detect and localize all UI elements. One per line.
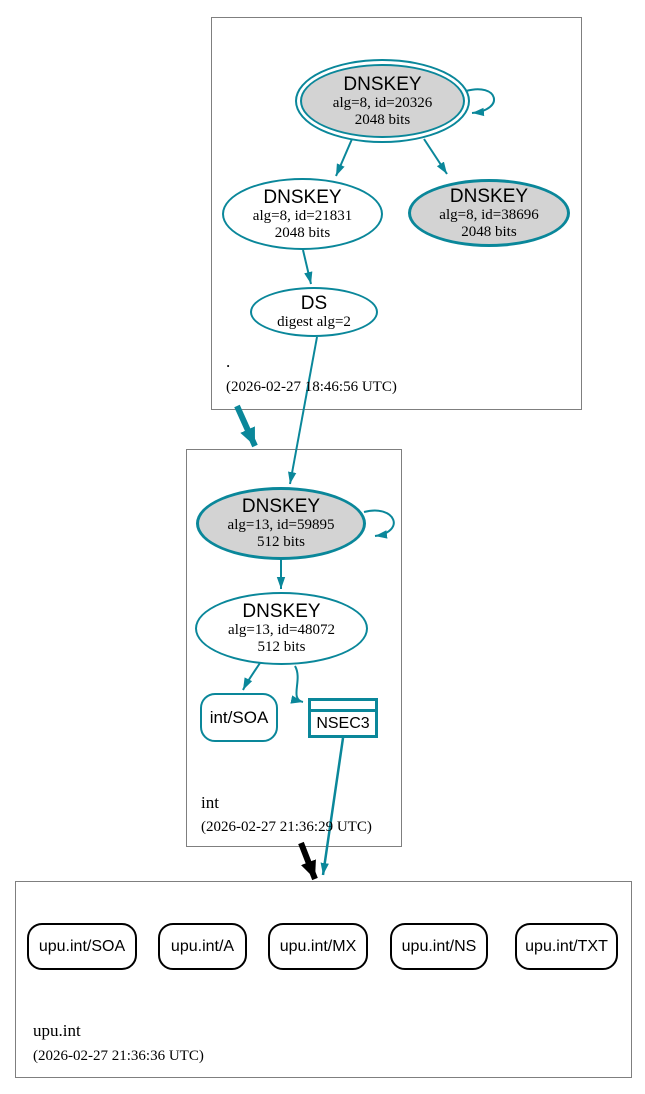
trust-anchor-double-ring xyxy=(300,64,465,138)
node-label: upu.int/TXT xyxy=(525,937,608,955)
node-title: DNSKEY xyxy=(263,186,342,208)
zone-upu-label: upu.int xyxy=(33,1021,81,1040)
node-text: DNSKEY alg=8, id=20326 2048 bits xyxy=(333,74,432,129)
node-label: upu.int/SOA xyxy=(38,937,126,955)
node-label: upu.int/MX xyxy=(279,937,357,955)
zone-int-label: int xyxy=(201,793,219,812)
zone-root-label: . xyxy=(226,352,231,371)
edge-delegation-root-to-int xyxy=(234,404,258,448)
node-title: DNSKEY xyxy=(241,496,321,517)
node-detail: 512 bits xyxy=(257,639,306,655)
node-detail: alg=8, id=38696 xyxy=(439,206,539,223)
node-ds[interactable]: DS digest alg=2 xyxy=(250,287,378,337)
node-dnskey-59895[interactable]: DNSKEY alg=13, id=59895 512 bits xyxy=(196,487,366,560)
node-dnskey-48072[interactable]: DNSKEY alg=13, id=48072 512 bits xyxy=(195,592,368,665)
node-detail: alg=8, id=20326 xyxy=(332,94,433,111)
node-label: int/SOA xyxy=(209,707,269,727)
node-dnskey-21831[interactable]: DNSKEY alg=8, id=21831 2048 bits xyxy=(222,178,383,250)
node-rrset-upu-int-txt[interactable]: upu.int/TXT xyxy=(515,923,618,970)
node-dnskey-38696[interactable]: DNSKEY alg=8, id=38696 2048 bits xyxy=(408,179,570,247)
node-title: DNSKEY xyxy=(343,73,422,95)
node-rrset-upu-int-ns[interactable]: upu.int/NS xyxy=(390,923,488,970)
zone-upu-int xyxy=(15,881,632,1078)
zone-root-timestamp: (2026-02-27 18:46:56 UTC) xyxy=(226,379,397,395)
node-text: DNSKEY alg=8, id=38696 2048 bits xyxy=(439,186,538,241)
node-label: NSEC3 xyxy=(316,714,370,732)
node-detail: 2048 bits xyxy=(461,223,517,240)
zone-int-timestamp: (2026-02-27 21:36:29 UTC) xyxy=(201,819,372,835)
node-text: DNSKEY alg=8, id=21831 2048 bits xyxy=(253,187,352,242)
node-rrset-upu-int-a[interactable]: upu.int/A xyxy=(158,923,247,970)
node-detail: 512 bits xyxy=(257,534,305,550)
node-detail: alg=13, id=59895 xyxy=(227,517,335,533)
node-title: DS xyxy=(300,293,328,314)
node-detail: digest alg=2 xyxy=(277,314,351,330)
node-label: upu.int/NS xyxy=(401,937,477,955)
nsec3-label-cell: NSEC3 xyxy=(311,712,375,735)
nsec3-top-cell xyxy=(311,701,375,709)
node-rrset-upu-int-mx[interactable]: upu.int/MX xyxy=(268,923,368,970)
node-text: DS digest alg=2 xyxy=(277,293,351,331)
node-detail: 2048 bits xyxy=(354,111,411,128)
node-rrset-int-soa[interactable]: int/SOA xyxy=(200,693,278,742)
node-text: DNSKEY alg=13, id=59895 512 bits xyxy=(228,496,335,551)
node-detail: alg=8, id=21831 xyxy=(252,207,353,224)
node-title: DNSKEY xyxy=(242,601,321,622)
node-nsec3[interactable]: NSEC3 xyxy=(308,698,378,738)
node-text: DNSKEY alg=13, id=48072 512 bits xyxy=(228,601,335,656)
node-rrset-upu-int-soa[interactable]: upu.int/SOA xyxy=(27,923,137,970)
node-label: upu.int/A xyxy=(170,937,235,955)
edge-delegation-int-to-upu xyxy=(298,841,318,881)
zone-upu-timestamp: (2026-02-27 21:36:36 UTC) xyxy=(33,1048,204,1064)
node-detail: 2048 bits xyxy=(274,224,331,241)
node-dnskey-20326[interactable]: DNSKEY alg=8, id=20326 2048 bits xyxy=(295,59,470,143)
node-title: DNSKEY xyxy=(449,185,529,207)
node-detail: alg=13, id=48072 xyxy=(228,622,335,638)
